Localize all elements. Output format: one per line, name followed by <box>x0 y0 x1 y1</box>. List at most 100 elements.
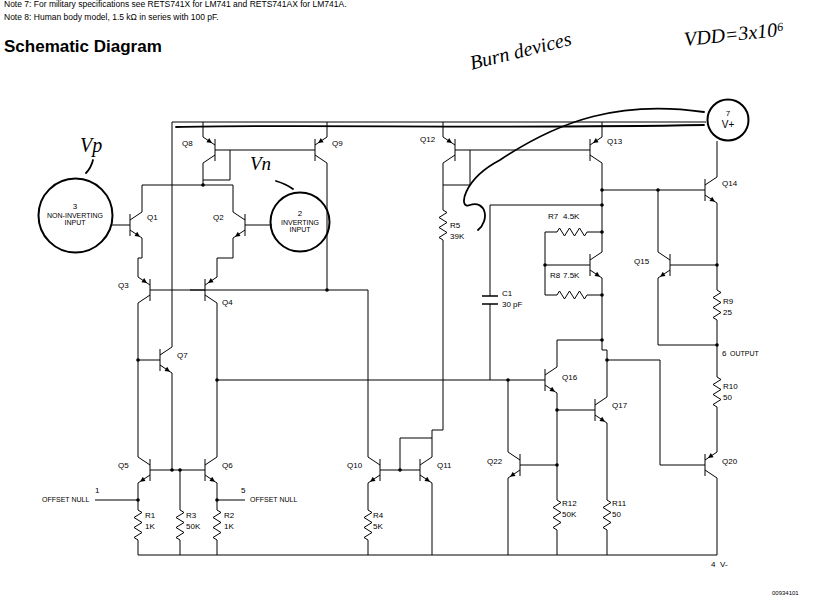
resistor-symbol <box>364 505 372 545</box>
circle-content: 2INVERTING INPUT <box>276 210 324 234</box>
pin-number: 5 <box>241 487 245 496</box>
junction-dot <box>600 338 604 342</box>
resistor-symbol <box>552 291 592 299</box>
hand-underline <box>176 125 704 127</box>
junction-dot <box>600 188 604 192</box>
pin-name: OFFSET NULL <box>250 496 297 504</box>
transistor-symbol <box>368 445 395 495</box>
supply-pin-circle: 7V+ <box>706 98 750 142</box>
transistor-symbol <box>658 240 685 290</box>
transistor-symbol <box>690 440 717 490</box>
transistor-label: Q5 <box>118 462 129 471</box>
pin-name: OFFSET NULL <box>42 496 89 504</box>
circle-content: 3NON-INVERTING INPUT <box>43 203 107 227</box>
resistor-label: R2 <box>224 512 234 521</box>
transistor-label: Q15 <box>634 258 649 267</box>
resistor-value: 50 <box>612 511 621 520</box>
transistor-symbol <box>405 445 432 495</box>
input-pin-circle: 3NON-INVERTING INPUT <box>37 177 114 254</box>
transistor-label: Q22 <box>487 458 502 467</box>
transistor-label: Q8 <box>182 140 193 149</box>
pin-name: OUTPUT <box>730 350 759 358</box>
capacitor-symbol <box>482 296 498 304</box>
junction-dot <box>136 498 140 502</box>
resistor-label: R4 <box>373 512 383 521</box>
transistor-label: Q2 <box>213 214 224 223</box>
junction-dot <box>215 498 219 502</box>
resistor-value: 50K <box>186 523 200 532</box>
resistor-value: 1K <box>224 523 234 532</box>
junction-dot <box>543 263 547 267</box>
transistor-label: Q1 <box>147 214 158 223</box>
transistor-label: Q9 <box>332 140 343 149</box>
resistor-label: R8 <box>550 272 560 281</box>
resistor-label: R9 <box>723 298 733 307</box>
junction-dot <box>201 183 205 187</box>
transistor-symbol <box>145 335 172 385</box>
input-pin-circle: 2INVERTING INPUT <box>269 191 331 253</box>
capacitor-value: 30 pF <box>502 301 522 310</box>
resistor-symbol <box>176 505 184 545</box>
junction-dot <box>215 378 219 382</box>
circle-outline <box>38 178 112 252</box>
pin-number: 2 <box>298 210 302 219</box>
resistor-symbol <box>213 505 221 545</box>
junction-dot <box>600 293 604 297</box>
handwritten-note: Vp <box>80 134 102 156</box>
transistor-label: Q16 <box>562 374 577 383</box>
resistor-label: R12 <box>562 500 577 509</box>
resistor-value: 50 <box>723 394 732 403</box>
pin-name: INVERTING INPUT <box>276 219 324 234</box>
circuit-wires <box>95 122 717 555</box>
junction-dot <box>600 203 604 207</box>
hand-leader <box>276 181 293 189</box>
transistor-symbol <box>575 125 602 175</box>
hand-leader <box>464 109 704 230</box>
resistor-symbol <box>439 205 447 245</box>
pin-name: V- <box>720 561 728 570</box>
junction-dot <box>715 263 719 267</box>
transistor-label: Q7 <box>177 352 188 361</box>
resistor-symbol <box>552 228 592 236</box>
pin-number: 7 <box>726 110 730 119</box>
transistor-symbol <box>580 385 607 435</box>
junction-dot <box>600 230 604 234</box>
transistor-symbol <box>203 125 230 175</box>
transistor-label: Q20 <box>722 458 737 467</box>
junction-dots <box>136 183 719 502</box>
resistor-label: R7 <box>548 213 558 222</box>
junction-dot <box>555 408 559 412</box>
note-text: Note 7: For military specifications see … <box>4 0 347 9</box>
transistor-label: Q11 <box>437 462 452 471</box>
handwritten-note: Vn <box>250 154 271 175</box>
transistor-label: Q13 <box>607 138 622 147</box>
transistor-symbol <box>138 445 165 495</box>
transistor-label: Q14 <box>722 180 737 189</box>
diagram-title: Schematic Diagram <box>4 38 162 57</box>
junction-dot <box>136 358 140 362</box>
junction-dot <box>555 463 559 467</box>
resistor-symbol <box>134 505 142 545</box>
resistor-value: 1K <box>145 523 155 532</box>
transistor-label: Q10 <box>347 462 362 471</box>
junction-dot <box>398 468 402 472</box>
circle-outline <box>708 100 749 141</box>
circle-outline <box>271 193 330 252</box>
pin-number: 6 <box>722 350 726 359</box>
transistor-symbol <box>508 440 535 490</box>
transistor-symbol <box>300 125 327 175</box>
transistor-symbol <box>115 200 142 250</box>
junction-dot <box>715 343 719 347</box>
resistor-label: R1 <box>145 512 155 521</box>
junction-dot <box>178 468 182 472</box>
resistor-symbol <box>553 495 561 535</box>
capacitor-label: C1 <box>502 290 512 299</box>
resistor-label: R11 <box>612 500 626 509</box>
junction-dot <box>325 288 329 292</box>
resistor-symbol <box>713 285 721 325</box>
junction-dot <box>656 188 660 192</box>
note-text: Note 8: Human body model, 1.5 kΩ in seri… <box>4 13 219 22</box>
resistor-value: 39K <box>450 233 464 242</box>
